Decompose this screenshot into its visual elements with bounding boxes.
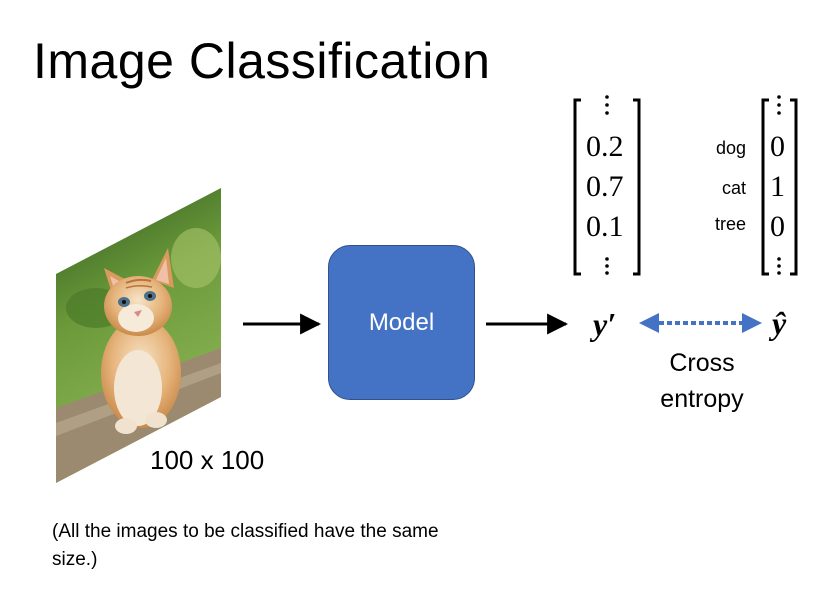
pred-top-dots xyxy=(605,95,609,115)
class-label-cat: cat xyxy=(721,178,746,198)
cross-entropy-line1: Cross xyxy=(669,349,735,377)
target-left-bracket xyxy=(761,98,769,276)
slide-title: Image Classification xyxy=(33,33,491,89)
target-right-bracket xyxy=(790,98,798,276)
kitten-image xyxy=(56,188,221,483)
class-label-dog: dog xyxy=(715,138,746,158)
target-value-1: 0 xyxy=(770,130,785,163)
target-value-2: 1 xyxy=(770,170,785,203)
pred-bottom-dots xyxy=(605,257,609,275)
target-top-dots xyxy=(777,95,781,115)
model-label: Model xyxy=(368,308,435,336)
pred-value-1: 0.2 xyxy=(586,130,624,163)
model-box: Model xyxy=(328,245,475,400)
class-label-tree: tree xyxy=(714,214,746,234)
target-value-3: 0 xyxy=(770,210,785,243)
note-text: (All the images to be classified have th… xyxy=(52,521,439,570)
prediction-symbol: y′ xyxy=(593,306,617,342)
target-symbol: ŷ xyxy=(772,305,787,341)
pred-right-bracket xyxy=(633,98,641,276)
cross-entropy-label: Cross entropy xyxy=(642,345,762,417)
cross-entropy-line2: entropy xyxy=(660,385,744,413)
pred-value-2: 0.7 xyxy=(586,170,624,203)
pred-left-bracket xyxy=(573,98,581,276)
target-bottom-dots xyxy=(777,257,781,275)
pred-value-3: 0.1 xyxy=(586,210,624,243)
image-size-label: 100 x 100 xyxy=(150,445,265,475)
